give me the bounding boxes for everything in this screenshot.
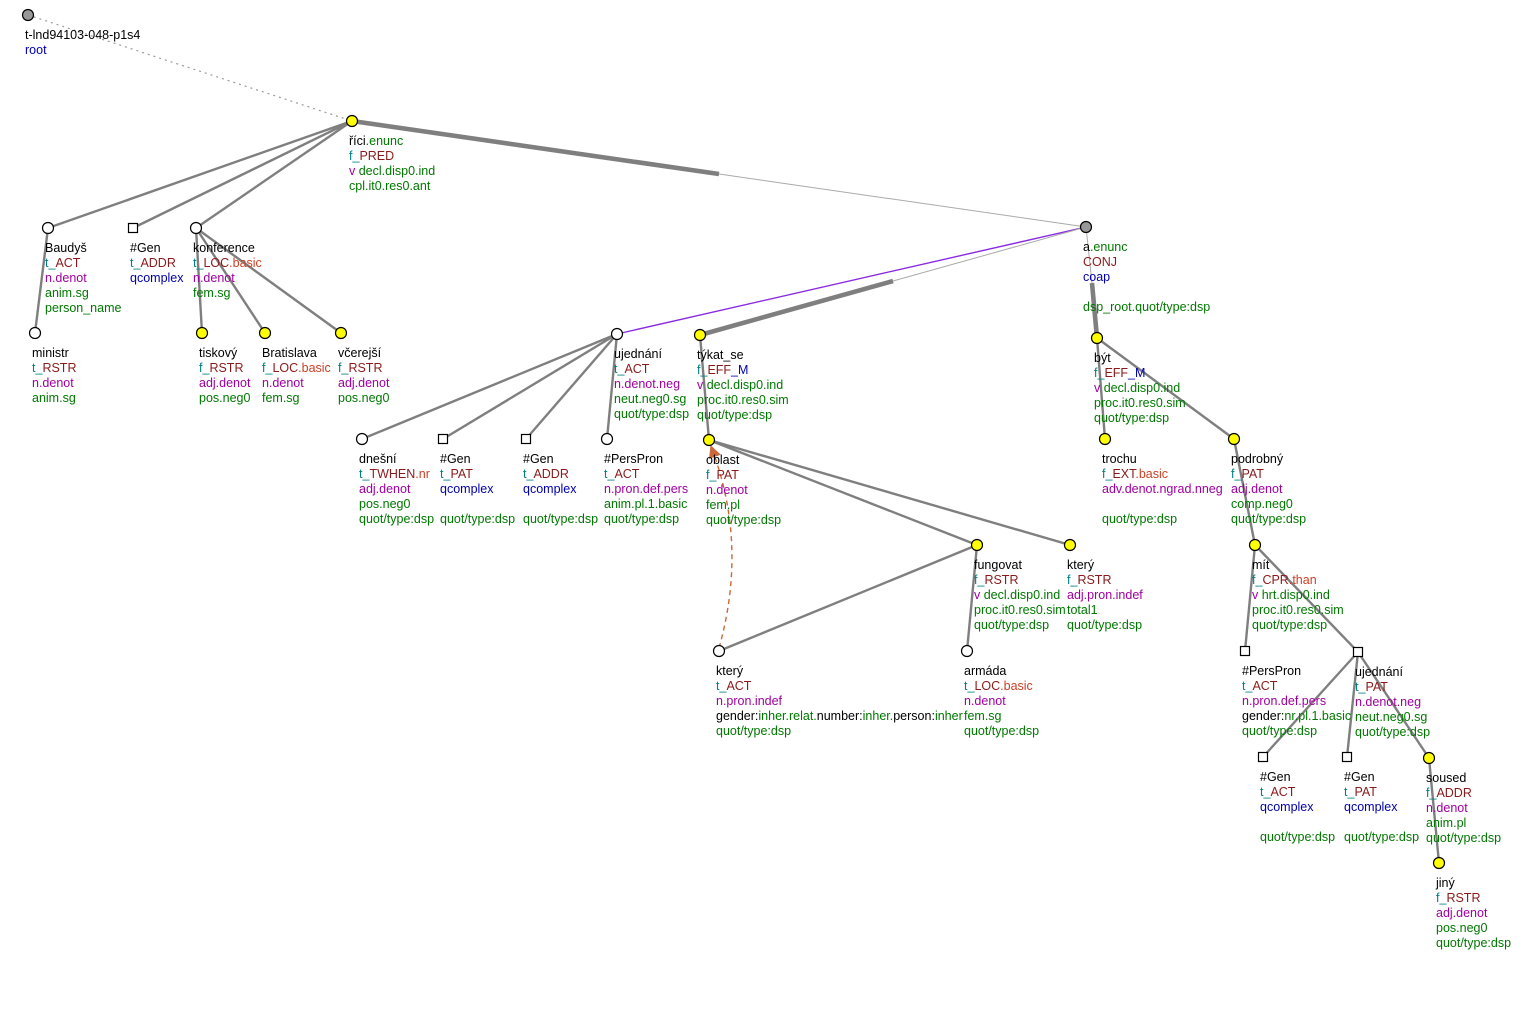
coref-arrow (709, 445, 733, 649)
tree-node-gen3[interactable] (520, 433, 532, 445)
edge-member_thick (1089, 282, 1100, 339)
tree-node-dnesni[interactable] (355, 432, 369, 446)
edge-dep (718, 543, 978, 653)
edge-dep (195, 227, 342, 334)
tree-node-ujednani2[interactable] (1352, 646, 1364, 658)
edge-member_thick (351, 118, 720, 177)
tree-node-baudys[interactable] (41, 221, 55, 235)
edge-member_thin (892, 226, 1087, 282)
edge-dep (47, 119, 353, 230)
tree-node-gen2[interactable] (437, 433, 449, 445)
edge-dep (965, 544, 979, 652)
tree-node-gen4[interactable] (1257, 751, 1269, 763)
tree-node-gen5[interactable] (1341, 751, 1353, 763)
tree-node-markers (21, 8, 1446, 870)
tree-node-ministr[interactable] (28, 326, 42, 340)
tree-node-tykat_se[interactable] (693, 328, 707, 342)
edge-member_thick (699, 278, 894, 338)
edge-dep (442, 332, 618, 441)
tree-node-ktery2[interactable] (1063, 538, 1077, 552)
edge-dep (1357, 651, 1430, 759)
edge-dep (605, 333, 619, 440)
edge-dep (525, 333, 618, 440)
edge-dep (1262, 651, 1359, 758)
edge-dep (1095, 337, 1107, 440)
edge-dep (1427, 757, 1441, 864)
edge-violet (616, 226, 1087, 335)
edge-dep (708, 438, 978, 547)
edge-dep (361, 332, 618, 441)
tree-node-bratislava[interactable] (258, 326, 272, 340)
tree-node-oblast[interactable] (702, 433, 716, 447)
edge-dep (1345, 651, 1360, 758)
edge-dep (33, 227, 50, 334)
tree-node-perspron1[interactable] (600, 432, 614, 446)
tree-node-rici[interactable] (345, 114, 359, 128)
edge-member_thin (718, 173, 1087, 228)
tree-node-gen1[interactable] (127, 222, 139, 234)
edge-member_thin (1085, 226, 1093, 284)
tree-node-mit[interactable] (1248, 538, 1262, 552)
edge-dep (1243, 544, 1257, 652)
tree-node-root[interactable] (21, 8, 35, 22)
tree-node-trochu[interactable] (1098, 432, 1112, 446)
tree-node-a_enunc[interactable] (1079, 220, 1093, 234)
edge-dep (1254, 544, 1359, 653)
edge-dep (698, 334, 711, 441)
tree-node-soused[interactable] (1422, 751, 1436, 765)
edge-dep (708, 438, 1071, 547)
edge-dep (195, 120, 353, 229)
tree-node-jiny[interactable] (1432, 856, 1446, 870)
tree-node-ujednani1[interactable] (610, 327, 624, 341)
tree-node-armada[interactable] (960, 644, 974, 658)
tree-node-vcerejsi[interactable] (334, 326, 348, 340)
tree-node-podrobny[interactable] (1227, 432, 1241, 446)
edge-dep (1096, 337, 1235, 440)
tree-node-byt[interactable] (1090, 331, 1104, 345)
tree-node-konference[interactable] (189, 221, 203, 235)
tree-edges (27, 14, 1441, 864)
tree-node-ktery1[interactable] (712, 644, 726, 658)
tree-node-fungovat[interactable] (970, 538, 984, 552)
edge-dep (132, 119, 353, 230)
edge-dep (194, 227, 204, 334)
tree-node-perspron2[interactable] (1239, 645, 1251, 657)
tree-node-tiskovy[interactable] (195, 326, 209, 340)
edge-dep (194, 227, 267, 334)
edge-dep (1232, 438, 1257, 546)
